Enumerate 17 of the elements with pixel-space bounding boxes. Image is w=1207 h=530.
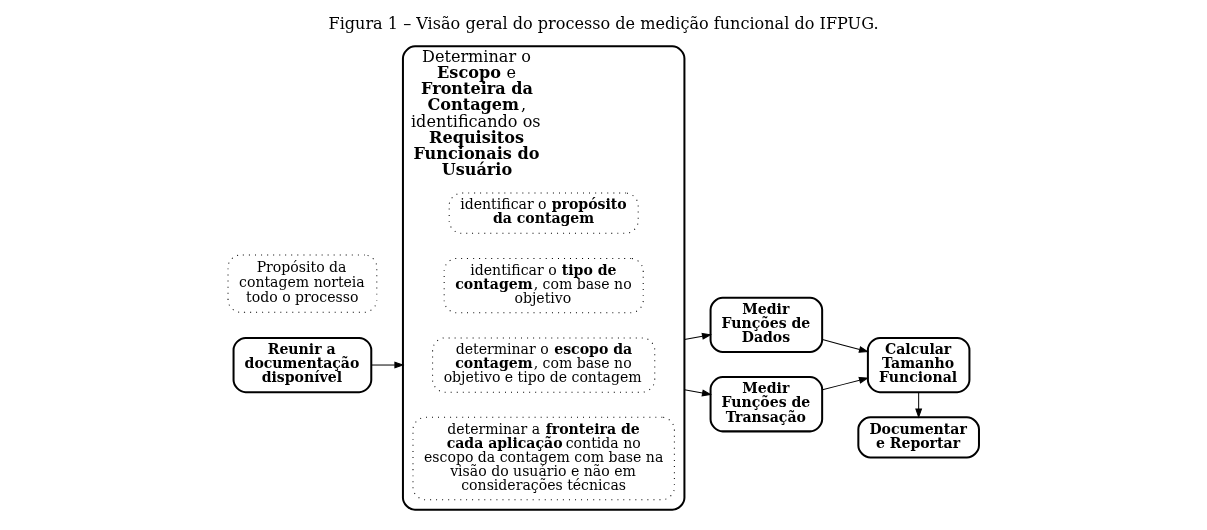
arrow	[915, 391, 923, 419]
arrow	[683, 389, 713, 397]
node-box: Medir Funções de Dados	[709, 296, 824, 353]
diagram-title: Figura 1 – Visão geral do processo de medição funcional do IFPUG.	[328, 14, 879, 34]
arrow	[821, 339, 869, 353]
node-box: Medir Funções de Transação	[709, 376, 824, 433]
node-box: identificar o propósito da contagem	[448, 192, 639, 234]
node-box: Reunir a documentação disponível	[232, 336, 373, 394]
node-box: identificar o tipo de contagem, com base no objetivo	[443, 257, 644, 314]
arrow	[370, 361, 405, 369]
node-box: determinar o escopo da contagem, com base no objetivo e tipo de contagem	[432, 337, 656, 393]
arrow	[683, 332, 713, 341]
node-box: Documentar e Reportar	[857, 416, 980, 459]
arrow	[821, 376, 869, 391]
node-box: determinar a fronteira de cada aplicação contida no escopo da contagem com base na visão do usuário e não em considerações técnicas	[412, 416, 675, 501]
node-box: Calcular Tamanho Funcional	[866, 336, 971, 394]
node-box: Propósito da contagem norteia todo o processo	[227, 254, 378, 313]
